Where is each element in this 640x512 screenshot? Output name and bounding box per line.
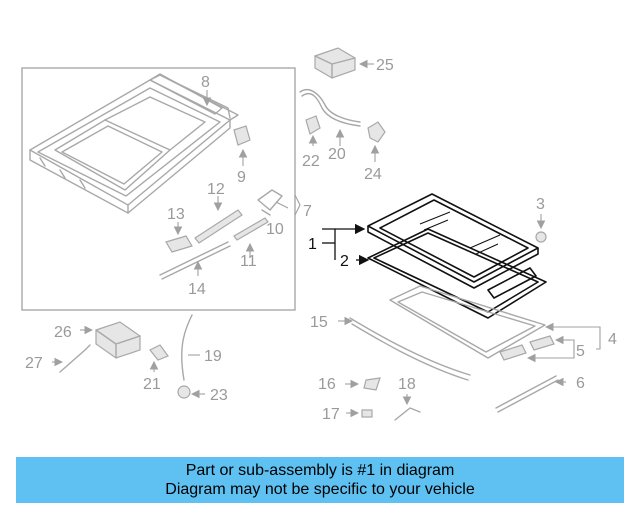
- part-3-drawing: [535, 214, 547, 243]
- part-11-drawing: [233, 217, 269, 258]
- callout-21: 21: [143, 376, 161, 393]
- part-14-drawing: [159, 241, 231, 280]
- callout-8: 8: [201, 74, 210, 91]
- part-22-drawing: [305, 115, 321, 146]
- part-15-drawing: [338, 285, 546, 381]
- part-4-5-drawing: [499, 322, 601, 363]
- callout-24: 24: [364, 166, 382, 183]
- callout-4: 4: [608, 331, 617, 348]
- part-10-drawing: [257, 189, 289, 216]
- part-25-drawing: [314, 47, 374, 79]
- part-1-2-leaders: [322, 223, 370, 266]
- part-1-glass-panel-drawing: [367, 193, 539, 289]
- callout-12: 12: [207, 181, 225, 198]
- part-17-drawing: [346, 408, 373, 418]
- part-2-seal-drawing: [367, 228, 547, 319]
- callout-1: 1: [308, 236, 317, 253]
- part-18-drawing: [394, 394, 421, 421]
- part-24-drawing: [367, 121, 386, 162]
- callout-23: 23: [210, 387, 228, 404]
- part-6-drawing: [495, 375, 566, 413]
- part-20-drawing: [299, 88, 361, 146]
- banner-line-1: Part or sub-assembly is #1 in diagram: [185, 462, 455, 479]
- callout-3: 3: [536, 196, 545, 213]
- part-8-drawing: [149, 73, 223, 115]
- sunroof-parts-diagram: 1 2 3 4 5 6 7 8 9 10 11 12 13 14 15 16 1…: [21, 47, 617, 423]
- callout-15: 15: [310, 314, 328, 331]
- callout-9: 9: [237, 169, 246, 186]
- callout-18: 18: [398, 376, 416, 393]
- part-12-drawing: [194, 196, 243, 244]
- callout-26: 26: [54, 324, 72, 341]
- part-13-drawing: [165, 222, 193, 253]
- part-21-drawing: [149, 344, 169, 372]
- callout-10: 10: [266, 221, 284, 238]
- callout-27: 27: [25, 355, 43, 372]
- part-26-drawing: [80, 321, 141, 359]
- sunroof-frame-assembly-drawing: [29, 74, 239, 214]
- info-banner: Part or sub-assembly is #1 in diagram Di…: [16, 457, 624, 503]
- callout-6: 6: [576, 375, 585, 392]
- callout-19: 19: [204, 348, 222, 365]
- callout-11: 11: [240, 253, 257, 270]
- callout-13: 13: [167, 206, 185, 223]
- inset-frame-box: [21, 67, 296, 311]
- callout-22: 22: [302, 153, 320, 170]
- part-23-drawing: [177, 385, 205, 399]
- callout-17: 17: [322, 406, 340, 423]
- part-27-drawing: [52, 344, 91, 373]
- callout-5: 5: [576, 343, 585, 360]
- part-16-drawing: [345, 377, 381, 391]
- part-7-bracket: [294, 194, 301, 216]
- callout-2: 2: [340, 253, 349, 270]
- callout-7: 7: [303, 203, 312, 220]
- callout-16: 16: [318, 376, 336, 393]
- callout-25: 25: [376, 57, 394, 74]
- part-19-drawing: [181, 314, 200, 381]
- banner-line-2: Diagram may not be specific to your vehi…: [165, 481, 475, 498]
- part-9-drawing: [233, 125, 251, 166]
- callout-14: 14: [188, 281, 206, 298]
- callout-20: 20: [328, 146, 346, 163]
